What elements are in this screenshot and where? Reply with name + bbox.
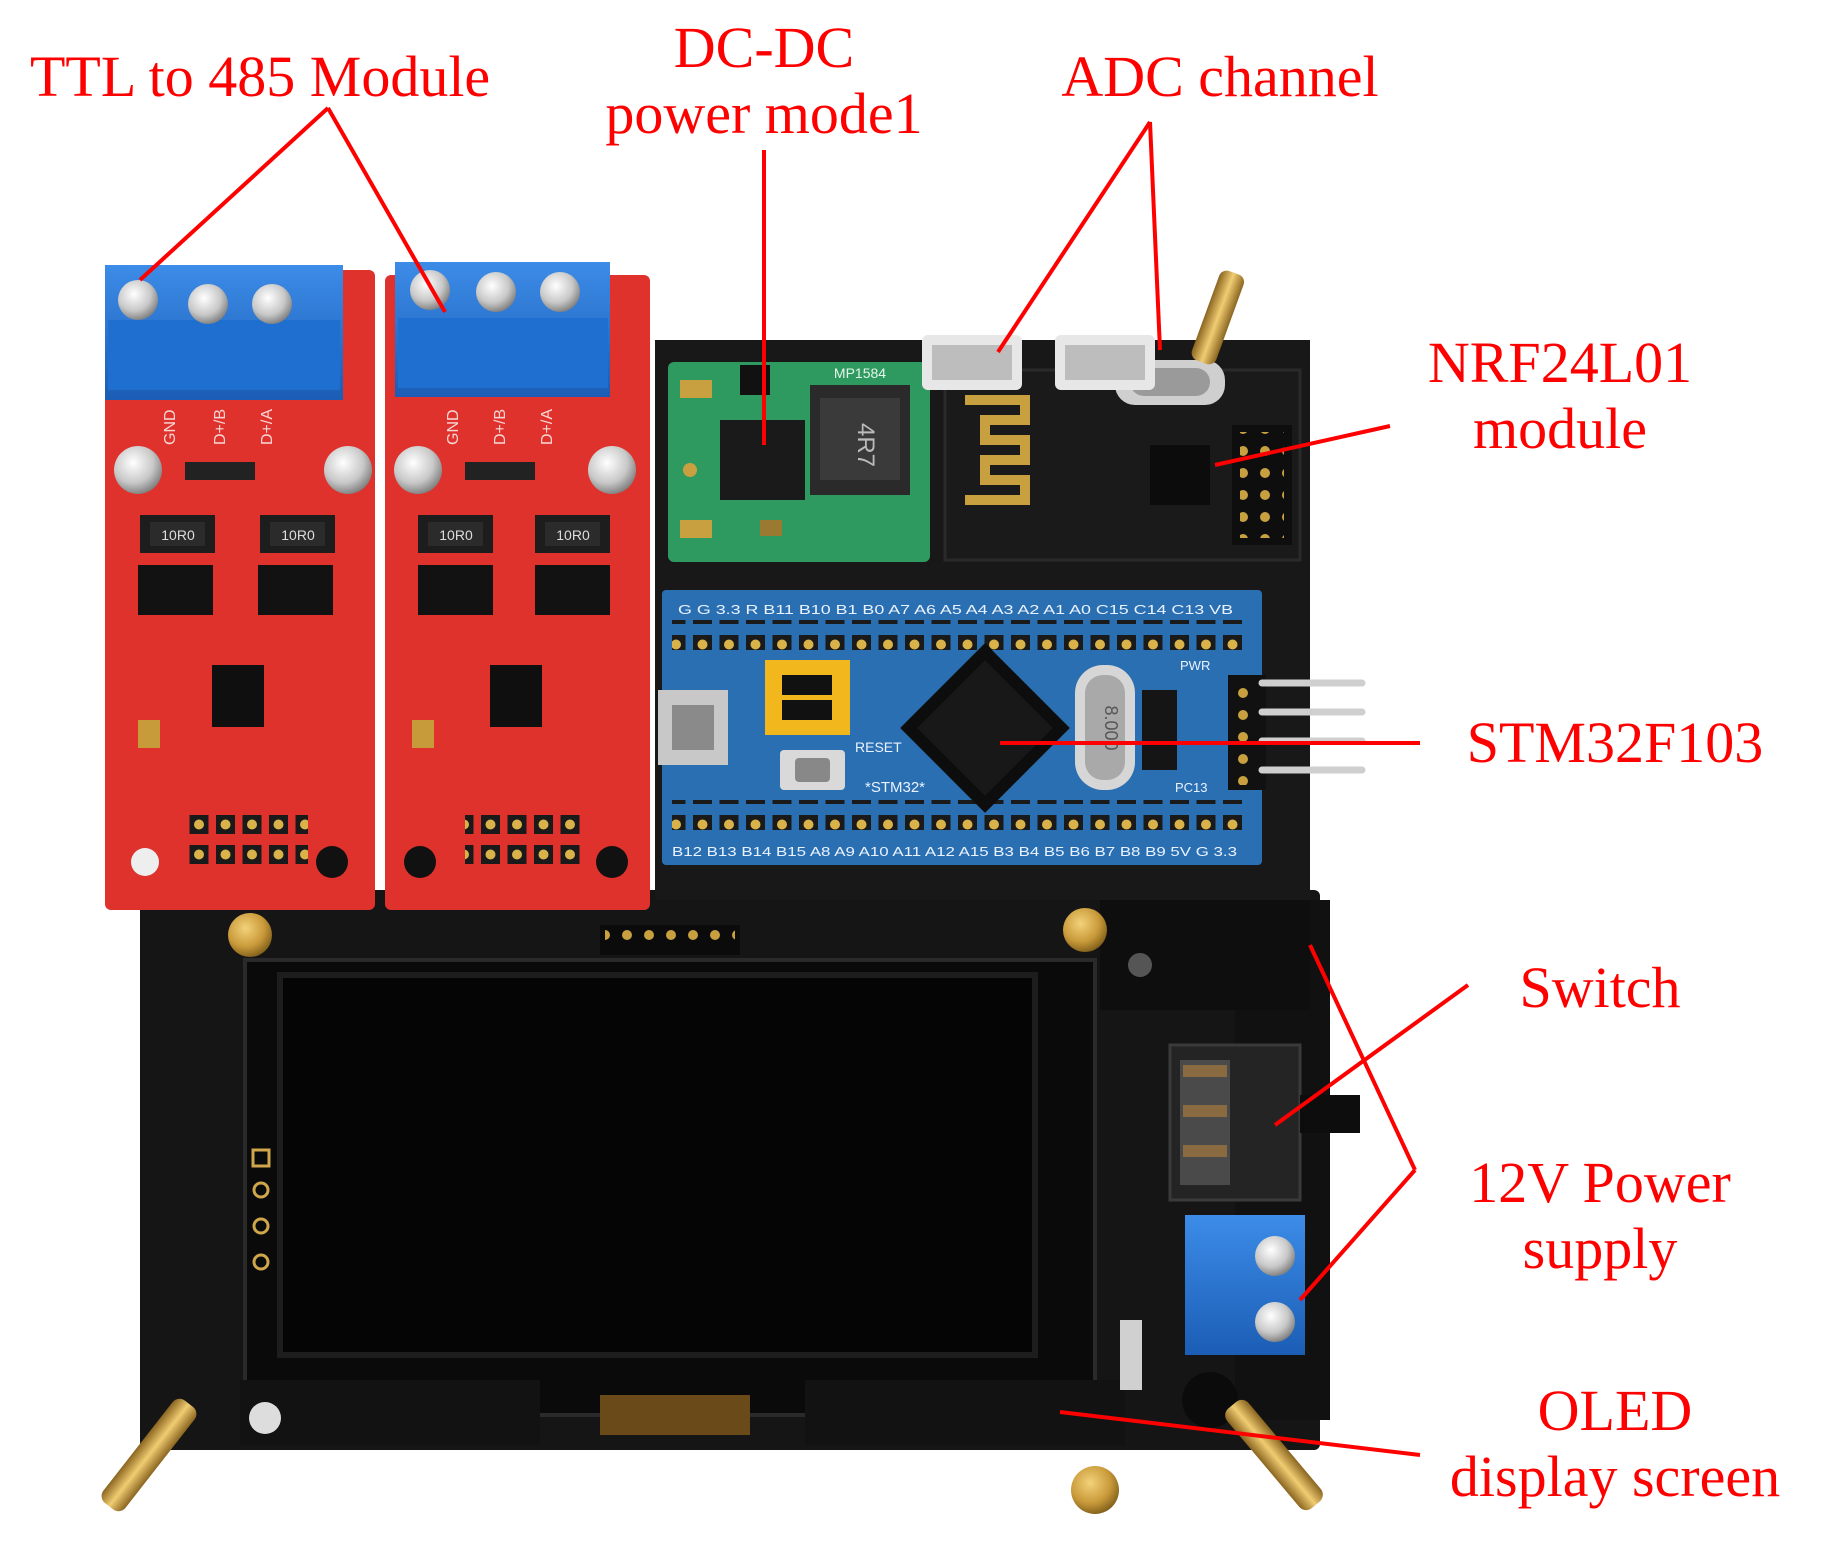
leader-adc-left <box>996 120 1152 354</box>
oled-display <box>240 958 1125 1445</box>
ttl-485-module-left: GND D+/B D+/A 10R0 10R0 <box>105 265 375 910</box>
pin-label-db-left: D+/B <box>212 409 229 445</box>
label-nrf24l01-module: NRF24L01 module <box>1395 330 1725 462</box>
stm-bottom-pin-labels: B12 B13 B14 B15 A8 A9 A10 A11 A12 A15 B3… <box>672 844 1237 859</box>
label-ttl-485-module: TTL to 485 Module <box>30 44 490 110</box>
label-dcdc-power-module: DC-DC power mode1 <box>580 15 948 147</box>
leader-adc-right <box>1148 121 1162 351</box>
oled-pins <box>251 1148 271 1271</box>
label-adc-text: ADC channel <box>1061 44 1379 109</box>
leader-power-upper <box>1308 944 1417 1171</box>
label-power-line1: 12V Power <box>1469 1150 1731 1215</box>
label-oled-line1: OLED <box>1537 1378 1693 1443</box>
label-nrf-line1: NRF24L01 <box>1427 330 1693 395</box>
pin-label-gnd-left: GND <box>162 409 179 445</box>
leader-nrf <box>1214 424 1391 467</box>
terminal-screws-left <box>118 280 292 324</box>
inductor-label: 4R7 <box>852 423 879 467</box>
leader-ttl-left <box>138 106 330 282</box>
label-dcdc-line1: DC-DC <box>673 15 855 80</box>
leader-power-lower <box>1298 1168 1417 1302</box>
label-stm32f103: STM32F103 <box>1430 710 1800 776</box>
pin-label-da-left: D+/A <box>259 409 276 445</box>
stm-reset-label: RESET <box>855 739 902 755</box>
ttl-485-module-right: GND D+/B D+/A 10R0 10R0 <box>385 262 650 910</box>
stm-top-pin-labels: G G 3.3 R B11 B10 B1 B0 A7 A6 A5 A4 A3 A… <box>678 602 1233 617</box>
leader-switch <box>1273 983 1470 1127</box>
crystal-label: 8.000 <box>1101 705 1121 750</box>
stm-pwr-label: PWR <box>1180 658 1210 673</box>
label-switch-text: Switch <box>1519 955 1681 1020</box>
brass-standoffs <box>101 270 1323 1512</box>
label-ttl-485-text: TTL to 485 Module <box>30 44 491 109</box>
resistor-label-left-b: 10R0 <box>281 527 315 543</box>
power-terminal-block <box>1185 1215 1305 1355</box>
stm32-board: G G 3.3 R B11 B10 B1 B0 A7 A6 A5 A4 A3 A… <box>658 590 1366 865</box>
stm-silk-label: *STM32* <box>865 779 925 796</box>
label-adc-channel: ADC channel <box>1010 44 1430 110</box>
dcdc-chip-label: MP1584 <box>834 365 886 381</box>
label-dcdc-line2: power mode1 <box>605 81 923 146</box>
pin-label-db-right: D+/B <box>492 409 509 445</box>
pin-label-da-right: D+/A <box>539 409 556 445</box>
annotation-lines <box>138 106 1470 1457</box>
brass-nuts <box>228 908 1119 1514</box>
dcdc-power-module: 4R7 MP1584 <box>668 362 930 562</box>
label-stm32-text: STM32F103 <box>1466 710 1764 775</box>
slide-switch <box>1168 1043 1360 1202</box>
resistor-label-left-a: 10R0 <box>161 527 195 543</box>
label-oled-display-screen: OLED display screen <box>1420 1378 1810 1510</box>
terminal-screws-right <box>410 270 580 312</box>
leader-oled <box>1059 1410 1421 1457</box>
label-nrf-line2: module <box>1473 396 1647 461</box>
resistor-label-right-a: 10R0 <box>439 527 473 543</box>
label-oled-line2: display screen <box>1449 1444 1781 1509</box>
pin-label-gnd-right: GND <box>445 409 462 445</box>
label-12v-power-supply: 12V Power supply <box>1440 1150 1760 1282</box>
nrf24l01-module <box>922 335 1302 562</box>
stm32-chip <box>900 643 1070 813</box>
stm-pc13-label: PC13 <box>1175 780 1208 795</box>
label-switch: Switch <box>1480 955 1720 1021</box>
resistor-label-right-b: 10R0 <box>556 527 590 543</box>
leader-ttl-right <box>326 107 447 313</box>
label-power-line2: supply <box>1522 1216 1678 1281</box>
